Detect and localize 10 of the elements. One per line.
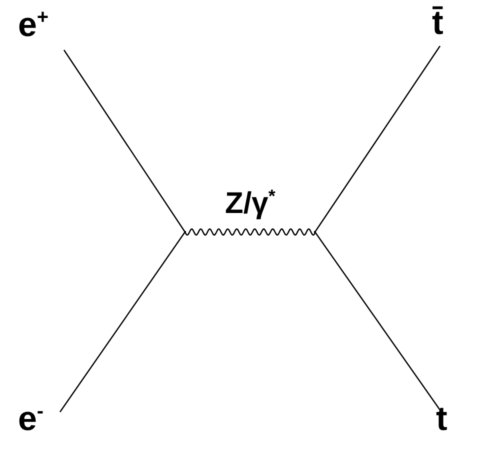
line [59, 232, 186, 412]
edge-label: Z/γ$^{*}$ [223, 188, 278, 220]
line [314, 232, 441, 410]
particle-label: e$^{-}$ [18, 400, 44, 438]
particle-label: t̄ [432, 4, 444, 42]
particle-label: e$^{+}$ [18, 6, 49, 44]
wavy-line [184, 228, 316, 236]
line [63, 50, 186, 232]
particle-label: t [436, 400, 448, 438]
line [314, 46, 441, 232]
